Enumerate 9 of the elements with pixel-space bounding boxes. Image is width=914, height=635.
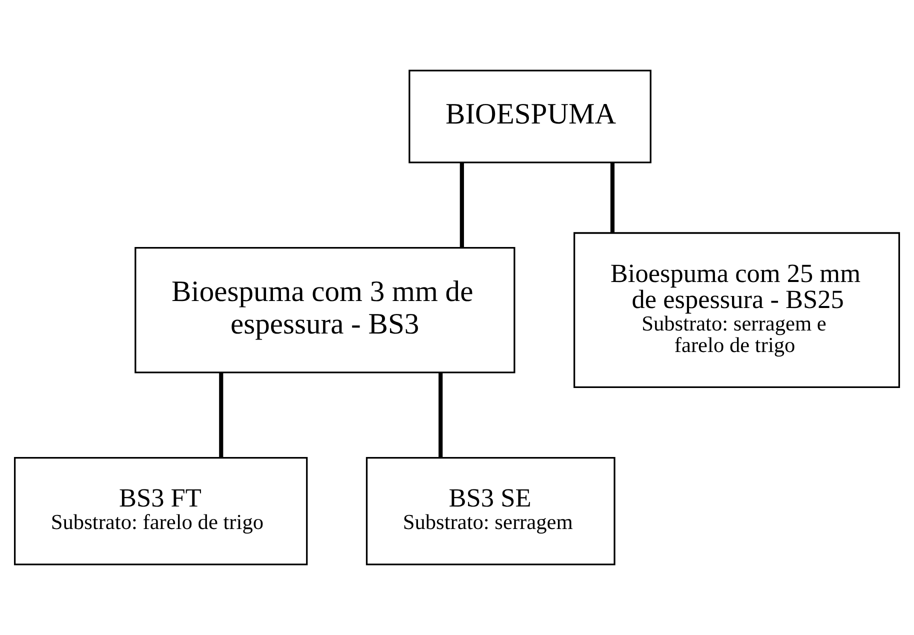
connector (610, 162, 615, 232)
node-box: Bioespuma com 3 mm de espessura - BS3 (134, 246, 516, 374)
node-box: BS3 FT Substrato: farelo de trigo (14, 456, 308, 566)
connector (219, 372, 224, 458)
node-box: BS3 SE Substrato: serragem (366, 456, 616, 566)
connector (438, 372, 443, 458)
node-box: Bioespuma com 25 mm de espessura - BS25 Substrato: serragem e farelo de trigo (574, 232, 900, 388)
connector (460, 162, 464, 248)
node-box: BIOESPUMA (408, 70, 652, 164)
